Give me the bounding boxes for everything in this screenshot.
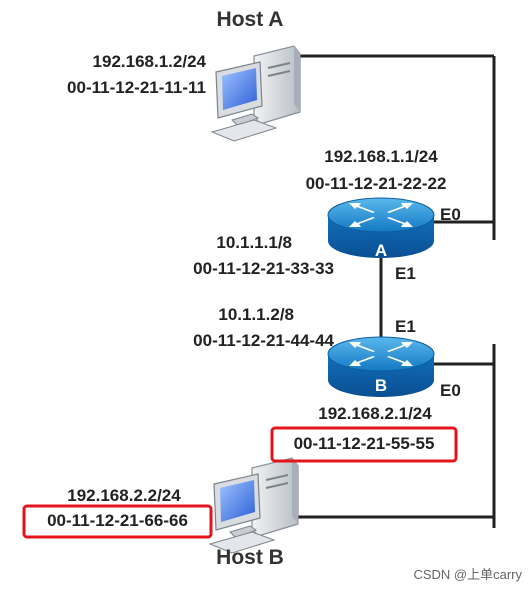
host-b-computer-icon xyxy=(208,457,299,554)
router-a-label: A xyxy=(374,241,388,260)
router-a-e1-port: E1 xyxy=(395,264,416,283)
router-b-e0-ip: 192.168.2.1/24 xyxy=(318,404,432,423)
host-a-ip: 192.168.1.2/24 xyxy=(92,52,206,71)
router-a-e1-mac: 00-11-12-21-33-33 xyxy=(193,259,334,278)
host-a-computer-icon xyxy=(210,45,301,142)
highlight-box-host-b-mac xyxy=(22,504,213,539)
router-a-e0-ip: 192.168.1.1/24 xyxy=(324,147,438,166)
router-a-e0-mac: 00-11-12-21-22-22 xyxy=(305,174,447,193)
router-a-e1-ip: 10.1.1.1/8 xyxy=(216,233,292,252)
host-b-name: Host B xyxy=(216,546,284,569)
host-a-name: Host A xyxy=(216,8,284,31)
host-b-mac: 00-11-12-21-66-66 xyxy=(47,511,188,530)
router-b-e0-mac: 00-11-12-21-55-55 xyxy=(293,434,435,453)
host-a-mac: 00-11-12-21-11-11 xyxy=(67,78,206,97)
link-lines xyxy=(298,54,496,528)
watermark-text: CSDN @上单carry xyxy=(413,567,522,582)
router-b-icon xyxy=(327,336,435,397)
router-a-e0-port: E0 xyxy=(440,205,461,224)
router-b-e1-port: E1 xyxy=(395,317,416,336)
router-a-icon xyxy=(327,197,435,258)
router-b-e0-port: E0 xyxy=(440,381,461,400)
host-b-ip: 192.168.2.2/24 xyxy=(67,486,181,505)
router-b-label: B xyxy=(374,376,388,395)
router-b-e1-ip: 10.1.1.2/8 xyxy=(218,305,294,324)
router-b-e1-mac: 00-11-12-21-44-44 xyxy=(193,331,334,350)
highlight-box-router-b-mac xyxy=(270,426,458,463)
